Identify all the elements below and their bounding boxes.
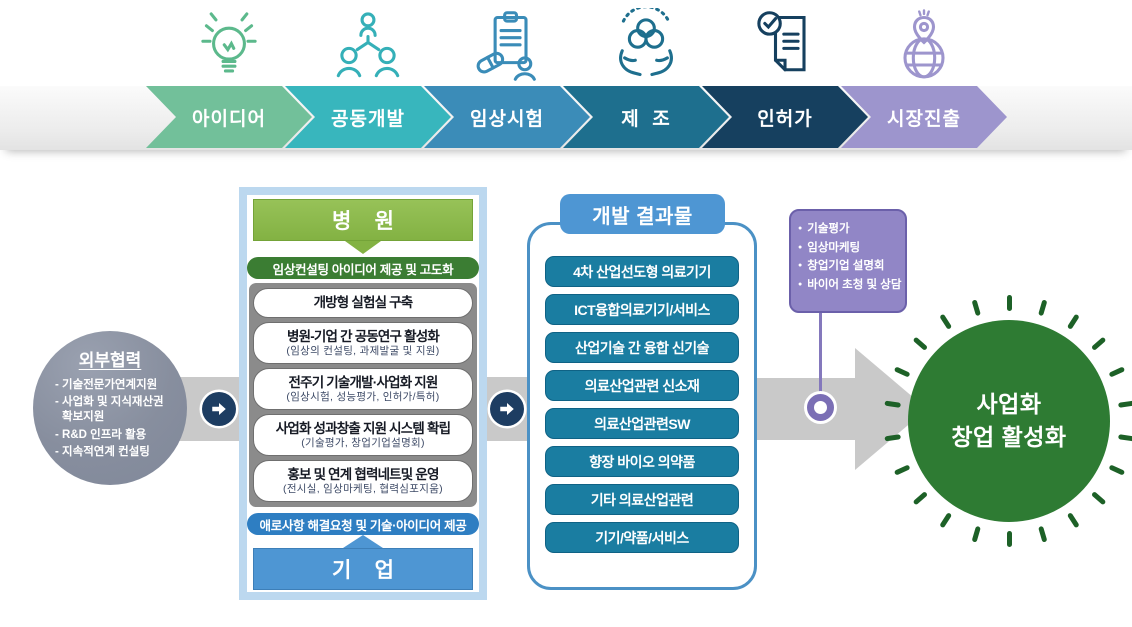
process-step-idea: 아이디어	[146, 86, 312, 148]
hospital-box: 병 원	[253, 199, 473, 241]
process-step-market: 시장진출	[841, 86, 1007, 148]
list-item: 사업화 및 지식재산권 확보지원	[55, 395, 177, 425]
lightbulb-icon	[191, 8, 267, 84]
people-group-icon	[330, 8, 406, 84]
outcome-ray-tick	[1037, 525, 1047, 543]
clipboard-pill-icon	[469, 8, 545, 84]
activity-box: 개방형 실험실 구축 병원-기업 간 공동연구 활성화 (임상의 컨설팅, 과제…	[249, 283, 477, 507]
outcome-ray-tick	[1108, 464, 1125, 476]
result-item: 산업기술 간 융합 신기술	[545, 332, 739, 363]
step-label: 인허가	[757, 108, 813, 130]
hands-circles-icon	[608, 5, 684, 84]
result-item: 기타 의료산업관련	[545, 484, 739, 515]
outcome-line1: 사업화	[976, 390, 1042, 417]
activity-item: 전주기 기술개발·사업화 지원 (임상시험, 성능평가, 인허가/특허)	[253, 368, 473, 410]
list-item: 임상마케팅	[798, 239, 898, 258]
outcome-ray-tick	[938, 512, 952, 529]
result-item: 의료산업관련 신소재	[545, 370, 739, 401]
activity-title: 전주기 기술개발·사업화 지원	[288, 375, 438, 391]
step-label: 시장진출	[887, 108, 961, 130]
outcome-ray-tick	[1066, 313, 1080, 330]
activity-title: 병원-기업 간 공동연구 활성화	[287, 329, 440, 345]
outcome-ray-tick	[1006, 295, 1012, 311]
external-cooperation-title: 외부협력	[78, 351, 142, 370]
outcome-ray-tick	[1090, 491, 1106, 506]
list-item: 기술전문가연계지원	[55, 378, 177, 393]
outcome-ray-tick	[971, 299, 981, 317]
outcome-ray-tick	[1037, 299, 1047, 317]
support-connector-line	[819, 313, 822, 398]
outcome-ray-tick	[1066, 512, 1080, 529]
step-label: 공동개발	[331, 108, 405, 130]
right-arrow-connector-icon	[202, 392, 236, 426]
globe-pin-icon	[886, 8, 962, 84]
right-arrow-connector-icon	[490, 392, 524, 426]
step-label: 임상시험	[470, 108, 544, 130]
outcome-ray-tick	[1006, 531, 1012, 547]
external-cooperation-list: 기술전문가연계지원 사업화 및 지식재산권 확보지원 R&D 인프라 활용 지속…	[33, 378, 187, 460]
result-item: ICT융합의료기기/서비스	[545, 294, 739, 325]
list-item: 지속적연계 컨설팅	[55, 445, 177, 460]
list-item: 바이어 초청 및 상담	[798, 276, 901, 295]
activity-title: 개방형 실험실 구축	[313, 295, 414, 311]
step-label: 제 조	[621, 108, 671, 130]
support-list: 기술평가 임상마케팅 창업기업 설명회 바이어 초청 및 상담	[798, 220, 901, 295]
activity-item: 사업화 성과창출 지원 시스템 확립 (기술평가, 창업기업설명회)	[253, 414, 473, 456]
outcome-ray-tick	[1117, 434, 1132, 442]
hospital-pointer-down	[345, 241, 381, 254]
company-box: 기 업	[253, 548, 473, 590]
hospital-company-panel: 병 원 임상컨설팅 아이디어 제공 및 고도화 개방형 실험실 구축 병원-기업…	[239, 187, 487, 600]
outcome-ray-tick	[971, 525, 981, 543]
outcome-ray-tick	[1117, 400, 1132, 408]
external-cooperation-circle: 외부협력 기술전문가연계지원 사업화 및 지식재산권 확보지원 R&D 인프라 …	[33, 331, 187, 485]
activity-item: 홍보 및 연계 협력네트및 운영 (전시실, 임상마케팅, 협력심포지움)	[253, 460, 473, 502]
activity-subtitle: (전시실, 임상마케팅, 협력심포지움)	[283, 482, 443, 495]
outcome-ray-tick	[912, 491, 928, 506]
step-label: 아이디어	[192, 108, 266, 130]
result-item: 향장 바이오 의약품	[545, 446, 739, 477]
outcome-ray-tick	[1108, 366, 1125, 378]
activity-item: 개방형 실험실 구축	[253, 288, 473, 318]
list-item: R&D 인프라 활용	[55, 428, 177, 443]
list-item: 창업기업 설명회	[798, 257, 898, 276]
outcome-ray-tick	[938, 313, 952, 330]
company-banner: 애로사항 해결요청 및 기술·아이디어 제공	[247, 513, 479, 535]
activity-subtitle: (기술평가, 창업기업설명회)	[301, 436, 425, 449]
list-item: 기술평가	[798, 220, 898, 239]
result-item: 의료산업관련SW	[545, 408, 739, 439]
outcome-line2: 창업 활성화	[951, 424, 1067, 450]
document-check-icon	[747, 8, 823, 84]
results-panel-title: 개발 결과물	[560, 194, 725, 234]
outcome-ray-tick	[1090, 336, 1106, 351]
hospital-banner: 임상컨설팅 아이디어 제공 및 고도화	[247, 257, 479, 279]
support-box: 기술평가 임상마케팅 창업기업 설명회 바이어 초청 및 상담	[789, 209, 907, 313]
company-pointer-up	[343, 535, 383, 548]
outcome-circle: 사업화 창업 활성화	[908, 320, 1110, 522]
activity-subtitle: (임상의 컨설팅, 과제발굴 및 지원)	[286, 344, 440, 357]
activity-item: 병원-기업 간 공동연구 활성화 (임상의 컨설팅, 과제발굴 및 지원)	[253, 322, 473, 364]
activity-title: 홍보 및 연계 협력네트및 운영	[287, 467, 439, 483]
result-item: 기기/약품/서비스	[545, 522, 739, 553]
support-ring-connector	[807, 394, 834, 421]
result-item: 4차 산업선도형 의료기기	[545, 256, 739, 287]
activity-subtitle: (임상시험, 성능평가, 인허가/특허)	[286, 390, 440, 403]
process-flow: 아이디어 공동개발 임상시험 제 조 인허가 시장진출	[146, 86, 1132, 148]
activity-title: 사업화 성과창출 지원 시스템 확립	[275, 421, 451, 437]
